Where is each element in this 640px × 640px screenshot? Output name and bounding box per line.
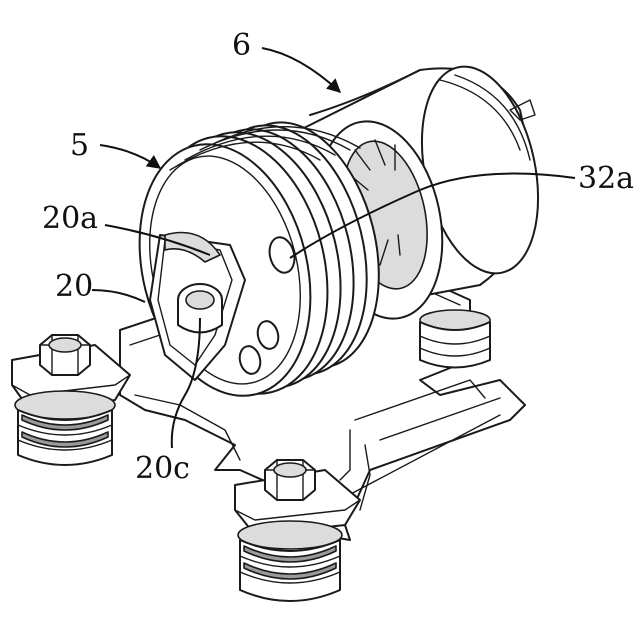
label-20c: 20c — [135, 451, 190, 486]
label-5: 5 — [70, 128, 89, 163]
callout-6: 6 — [232, 28, 340, 92]
label-6: 6 — [232, 28, 251, 63]
left-isolator-foot — [12, 335, 130, 465]
callout-20: 20 — [55, 269, 145, 304]
rear-isolator-foot — [420, 310, 490, 368]
label-20a: 20a — [42, 201, 98, 236]
callout-5: 5 — [70, 128, 160, 168]
label-20: 20 — [55, 269, 93, 304]
label-32a: 32a — [578, 161, 634, 196]
